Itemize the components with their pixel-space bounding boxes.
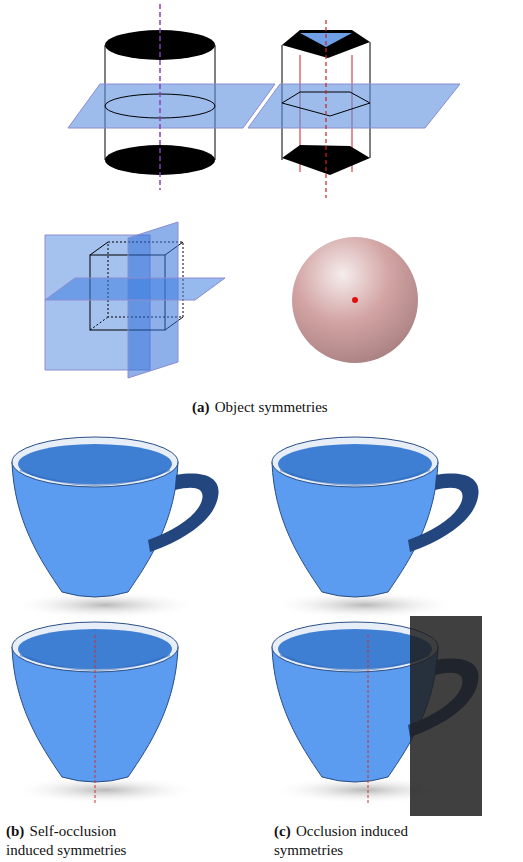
subfigure-letter: (c) bbox=[274, 823, 291, 839]
subfigure-letter: (a) bbox=[192, 399, 210, 415]
caption-text: Object symmetries bbox=[215, 399, 328, 415]
cup bbox=[10, 437, 219, 619]
subfigure-caption: (a) Object symmetries bbox=[192, 398, 331, 417]
pentagonal-prism bbox=[248, 20, 460, 198]
subfigure-letter: (b) bbox=[6, 823, 24, 839]
subfigure-caption: (b)Self-occlusion induced symmetries bbox=[6, 822, 146, 860]
cup bbox=[10, 622, 200, 804]
cube bbox=[45, 222, 225, 378]
cup bbox=[270, 437, 479, 619]
subfigure-caption: (c)Occlusion induced symmetries bbox=[274, 822, 414, 860]
sphere bbox=[292, 237, 418, 363]
cylinder bbox=[68, 4, 275, 190]
caption-text: Self-occlusion induced symmetries bbox=[6, 823, 126, 858]
caption-text: Occlusion induced symmetries bbox=[274, 823, 408, 858]
occluder bbox=[410, 616, 482, 816]
